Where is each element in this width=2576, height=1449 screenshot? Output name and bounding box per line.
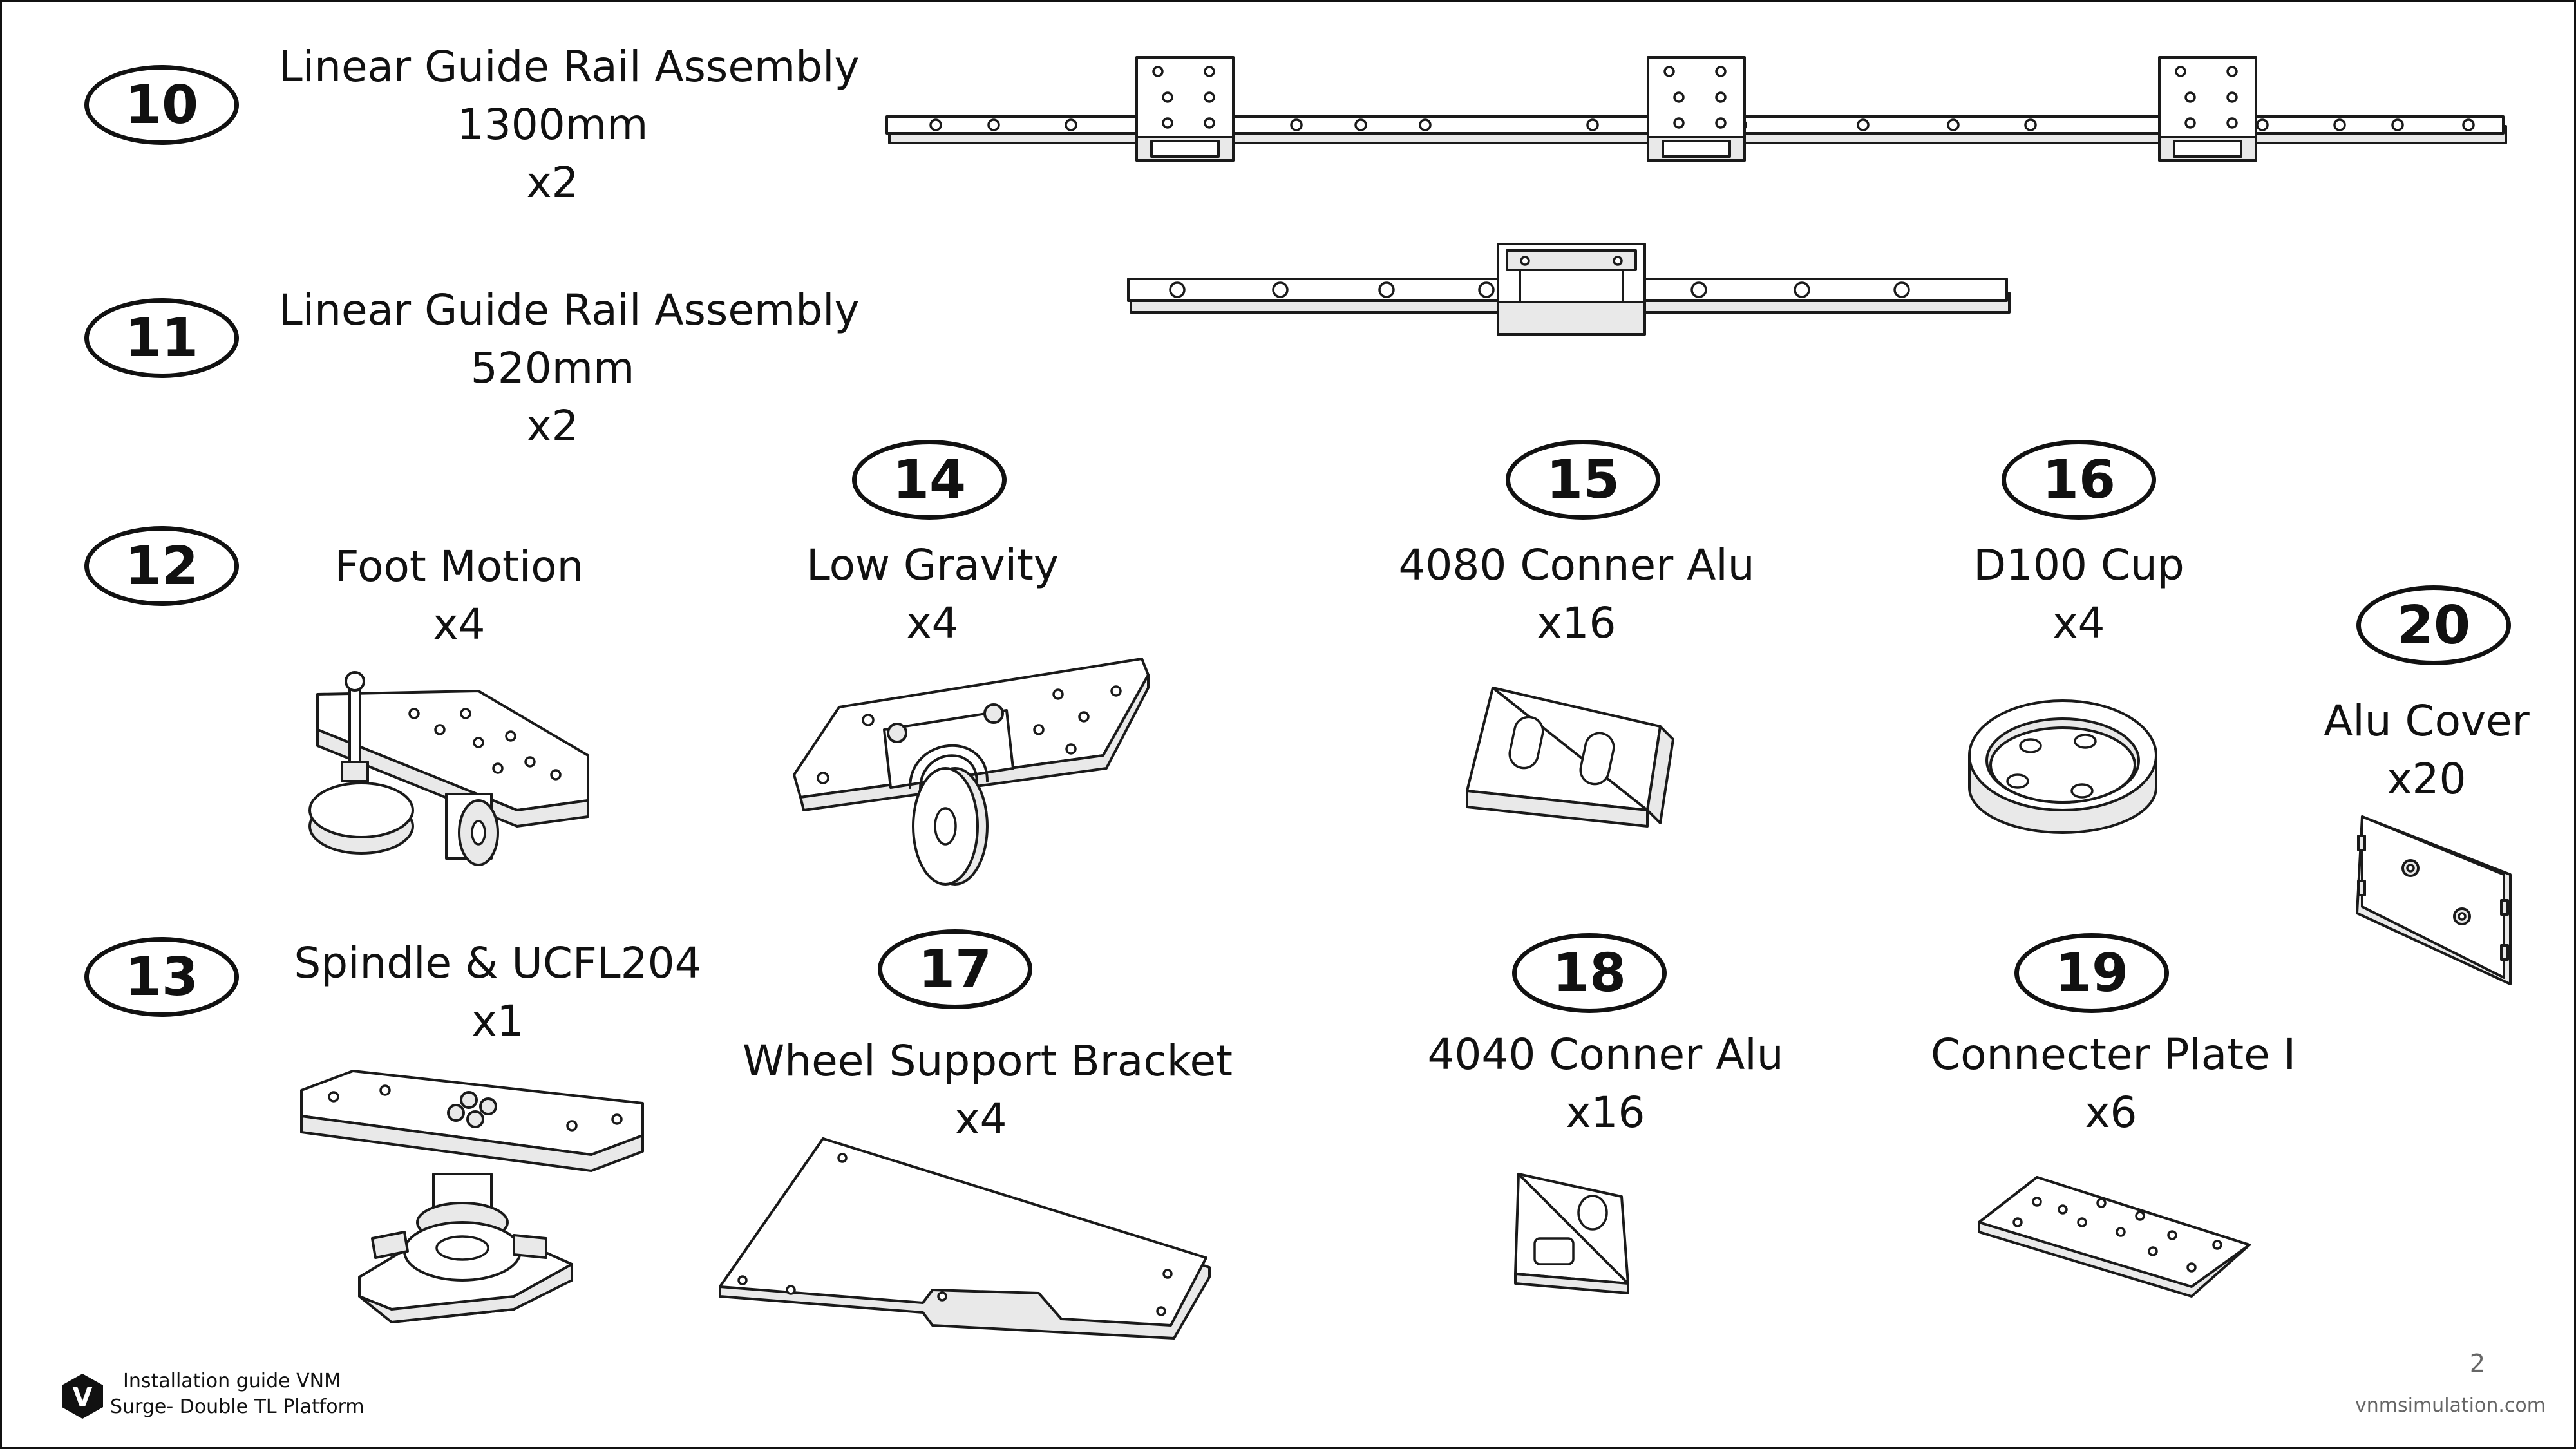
connecter-plate-drawing bbox=[1973, 1171, 2256, 1300]
linear-rail-520-drawing bbox=[1126, 239, 2014, 342]
d100-cup-drawing bbox=[1960, 685, 2166, 839]
part-label-11: Linear Guide Rail Assembly 520mm x2 bbox=[279, 281, 860, 455]
part-number-badge-14: 14 bbox=[852, 440, 1007, 520]
low-gravity-drawing bbox=[768, 646, 1155, 891]
part-number-badge-17: 17 bbox=[878, 929, 1032, 1009]
part-name: Connecter Plate I bbox=[1931, 1030, 2297, 1079]
part-name: 4080 Conner Alu bbox=[1398, 540, 1755, 590]
part-quantity: x4 bbox=[2052, 598, 2105, 648]
part-quantity: x2 bbox=[526, 158, 579, 207]
part-label-14: Low Gravity x4 bbox=[788, 536, 1077, 652]
website-label: vnmsimulation.com bbox=[2355, 1394, 2546, 1417]
part-quantity: x2 bbox=[526, 401, 579, 451]
part-quantity: x4 bbox=[954, 1094, 1007, 1144]
foot-motion-drawing bbox=[285, 665, 607, 871]
part-number-badge-12: 12 bbox=[84, 526, 239, 606]
part-number-badge-20: 20 bbox=[2356, 585, 2511, 665]
part-number-badge-13: 13 bbox=[84, 937, 239, 1017]
part-name: Linear Guide Rail Assembly bbox=[279, 42, 860, 91]
wheel-bracket-drawing bbox=[710, 1132, 1213, 1351]
part-quantity: x16 bbox=[1566, 1088, 1645, 1137]
part-name: Low Gravity bbox=[806, 540, 1059, 590]
part-name: Linear Guide Rail Assembly bbox=[279, 285, 860, 335]
part-quantity: x6 bbox=[2085, 1088, 2137, 1137]
part-number-badge-10: 10 bbox=[84, 65, 239, 145]
part-label-18: 4040 Conner Alu x16 bbox=[1419, 1026, 1792, 1142]
part-label-10: Linear Guide Rail Assembly 1300mm x2 bbox=[279, 38, 860, 212]
part-label-20: Alu Cover x20 bbox=[2314, 692, 2539, 808]
page-number: 2 bbox=[2469, 1349, 2485, 1378]
part-label-19: Connecter Plate I x6 bbox=[1931, 1026, 2297, 1142]
part-quantity: x1 bbox=[471, 996, 524, 1046]
part-name: Wheel Support Bracket bbox=[743, 1036, 1233, 1086]
document-title-line2: Surge- Double TL Platform bbox=[110, 1396, 365, 1418]
part-label-12: Foot Motion x4 bbox=[311, 538, 607, 654]
part-name: 4040 Conner Alu bbox=[1427, 1030, 1784, 1079]
document-title: Installation guide VNM Surge- Double TL … bbox=[110, 1368, 365, 1420]
conner-4080-drawing bbox=[1454, 681, 1680, 842]
part-label-13: Spindle & UCFL204 x1 bbox=[292, 934, 704, 1050]
part-spec: 1300mm bbox=[457, 100, 649, 149]
part-quantity: x20 bbox=[2387, 754, 2467, 804]
part-quantity: x4 bbox=[433, 600, 486, 649]
part-number-badge-11: 11 bbox=[84, 298, 239, 378]
vnm-logo-icon: V bbox=[60, 1372, 105, 1420]
part-name: Foot Motion bbox=[334, 542, 584, 591]
part-number-badge-15: 15 bbox=[1506, 440, 1660, 520]
logo-letter: V bbox=[73, 1383, 93, 1412]
part-name: Spindle & UCFL204 bbox=[294, 938, 702, 988]
linear-rail-1300-drawing bbox=[884, 52, 2514, 168]
document-title-line1: Installation guide VNM bbox=[123, 1370, 341, 1392]
conner-4040-drawing bbox=[1499, 1161, 1647, 1296]
alu-cover-drawing bbox=[2349, 810, 2517, 990]
part-number-badge-18: 18 bbox=[1512, 933, 1667, 1013]
part-spec: 520mm bbox=[470, 343, 635, 393]
part-label-15: 4080 Conner Alu x16 bbox=[1393, 536, 1760, 652]
part-name: Alu Cover bbox=[2324, 696, 2530, 746]
part-label-16: D100 Cup x4 bbox=[1940, 536, 2217, 652]
part-quantity: x4 bbox=[906, 598, 959, 648]
part-number-badge-16: 16 bbox=[2002, 440, 2156, 520]
part-number-badge-19: 19 bbox=[2014, 933, 2169, 1013]
spindle-drawing bbox=[295, 1065, 656, 1335]
part-name: D100 Cup bbox=[1973, 540, 2184, 590]
part-label-17: Wheel Support Bracket x4 bbox=[743, 1032, 1233, 1148]
part-quantity: x16 bbox=[1537, 598, 1616, 648]
